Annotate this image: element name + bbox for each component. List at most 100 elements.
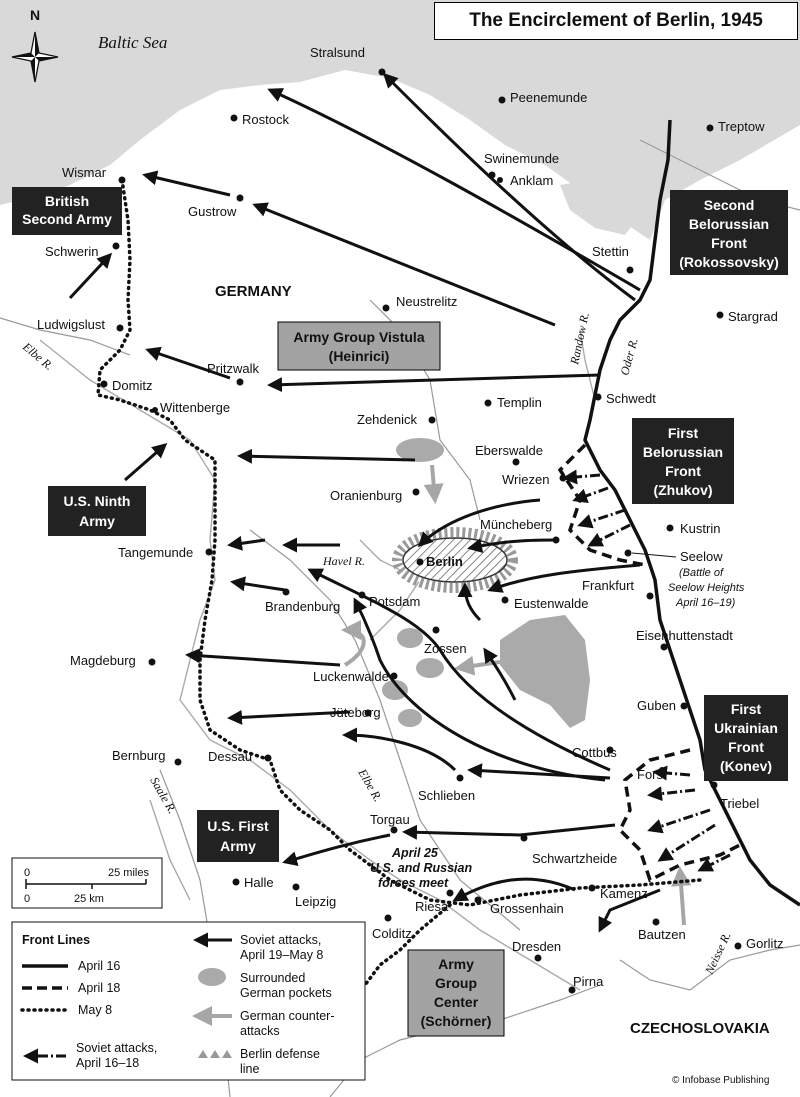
city-bautzen: Bautzen [638,927,686,942]
unit-us-first-army: U.S. First Army [197,810,279,862]
unit-army-group-center: Army Group Center (Schörner) [407,949,505,1037]
pocket-potsdam-1 [397,628,423,648]
april25-note-1: April 25 [391,846,439,860]
city-tangemunde: Tangemunde [118,545,193,560]
city-grossenhain: Grossenhain [490,901,564,916]
unit-army-group-vistula: Army Group Vistula (Heinrici) [277,321,441,371]
legend-pockets-2: German pockets [240,986,332,1000]
country-germany: GERMANY [215,283,292,300]
unit-label: Army [438,956,474,972]
scale-miles-label: 25 miles [108,867,149,879]
unit-label: British [45,193,89,209]
city-riesa: Riesa [415,899,449,914]
pocket-potsdam-2 [416,658,444,678]
unit-label: Second [704,197,755,213]
river-elbe-east: Elbe R. [355,766,385,804]
city-anklam: Anklam [510,173,553,188]
unit-second-belorussian-front: Second Belorussian Front (Rokossovsky) [670,190,788,275]
sea-label: Baltic Sea [98,33,167,52]
unit-first-ukrainian-front: First Ukrainian Front (Konev) [704,695,788,781]
city-peenemunde: Peenemunde [510,90,587,105]
city-rostock: Rostock [242,112,289,127]
city-treptow: Treptow [718,119,765,134]
city-pirna: Pirna [573,974,604,989]
river-havel: Havel R. [322,554,365,568]
unit-label: Army [79,513,115,529]
legend-april18: April 18 [78,981,120,995]
city-berlin: Berlin [426,554,463,569]
city-schwartzheide: Schwartzheide [532,851,617,866]
soviet-attacks-late [68,72,661,933]
april25-annotation: April 25 U.S. and Russian forces meet [370,846,472,890]
city-colditz: Colditz [372,926,412,941]
unit-label: Front [665,463,701,479]
city-seelow: Seelow [680,549,723,564]
city-ludwigslust: Ludwigslust [37,317,105,332]
unit-label: U.S. Ninth [64,493,131,509]
city-potsdam: Potsdam [369,594,420,609]
city-torgau: Torgau [370,812,410,827]
unit-label: Army Group Vistula [293,329,424,345]
unit-label: (Schörner) [421,1013,492,1029]
city-dessau: Dessau [208,749,252,764]
city-domitz: Domitz [112,378,152,393]
city-triebel: Triebel [720,796,759,811]
april25-note-2: U.S. and Russian [370,861,472,875]
unit-label: (Konev) [720,758,772,774]
city-swinemunde: Swinemunde [484,151,559,166]
city-eustenwalde: Eustenwalde [514,596,588,611]
legend-defense-2: line [240,1062,260,1076]
city-gustrow: Gustrow [188,204,237,219]
legend-soviet-late-1: Soviet attacks, [240,933,321,947]
river-neisse: Neisse R. [702,930,734,977]
country-czechoslovakia: CZECHOSLOVAKIA [630,1020,770,1037]
unit-label: Front [728,739,764,755]
legend-may8: May 8 [78,1003,112,1017]
city-schlieben: Schlieben [418,788,475,803]
legend-pockets-1: Surrounded [240,971,305,985]
credit-text: © Infobase Publishing [672,1075,769,1086]
unit-label: Ukrainian [714,720,778,736]
city-cottbus: Cottbus [572,745,617,760]
city-eberswalde: Eberswalde [475,443,543,458]
river-saale: Saale R. [147,775,179,817]
unit-label: (Zhukov) [653,482,712,498]
cities: Stralsund Peenemunde Rostock Treptow Swi… [37,45,784,994]
unit-label: (Rokossovsky) [679,254,779,270]
city-stettin: Stettin [592,244,629,259]
legend-soviet-early-2: April 16–18 [76,1056,139,1070]
unit-label: Belorussian [643,444,723,460]
legend-defense-1: Berlin defense [240,1047,320,1061]
legend-soviet-late-2: April 19–May 8 [240,948,323,962]
city-halle: Halle [244,875,274,890]
april25-note-3: forces meet [378,876,449,890]
german-pockets [382,438,590,728]
compass: N [11,7,59,83]
city-leipzig: Leipzig [295,894,336,909]
north-label: N [30,7,40,23]
pocket-luckenwalde-2 [398,709,422,727]
scale-km-label: 25 km [74,893,104,905]
city-zehdenick: Zehdenick [357,412,417,427]
pocket-zehdenick [396,438,444,462]
city-wriezen: Wriezen [502,472,549,487]
title-box: The Encirclement of Berlin, 1945 [434,2,798,40]
map-title: The Encirclement of Berlin, 1945 [469,10,763,31]
city-forst: Forst [637,767,667,782]
city-neustrelitz: Neustrelitz [396,294,457,309]
city-wittenberge: Wittenberge [160,400,230,415]
unit-label: (Heinrici) [329,348,390,364]
city-frankfurt: Frankfurt [582,578,634,593]
city-stralsund: Stralsund [310,45,365,60]
city-magdeburg: Magdeburg [70,653,136,668]
city-eisenhuttenstadt: Eisenhuttenstadt [636,628,733,643]
unit-us-ninth-army: U.S. Ninth Army [48,486,146,536]
unit-british-second-army: British Second Army [12,187,122,235]
seelow-note-3: April 16–19) [675,597,736,609]
unit-label: Group [435,975,477,991]
pocket-halbe [500,615,590,728]
city-schwedt: Schwedt [606,391,656,406]
seelow-note-1: (Battle of [679,567,724,579]
scale-km-zero: 0 [24,893,30,905]
seelow-annotation: (Battle of Seelow Heights April 16–19) [668,567,745,609]
